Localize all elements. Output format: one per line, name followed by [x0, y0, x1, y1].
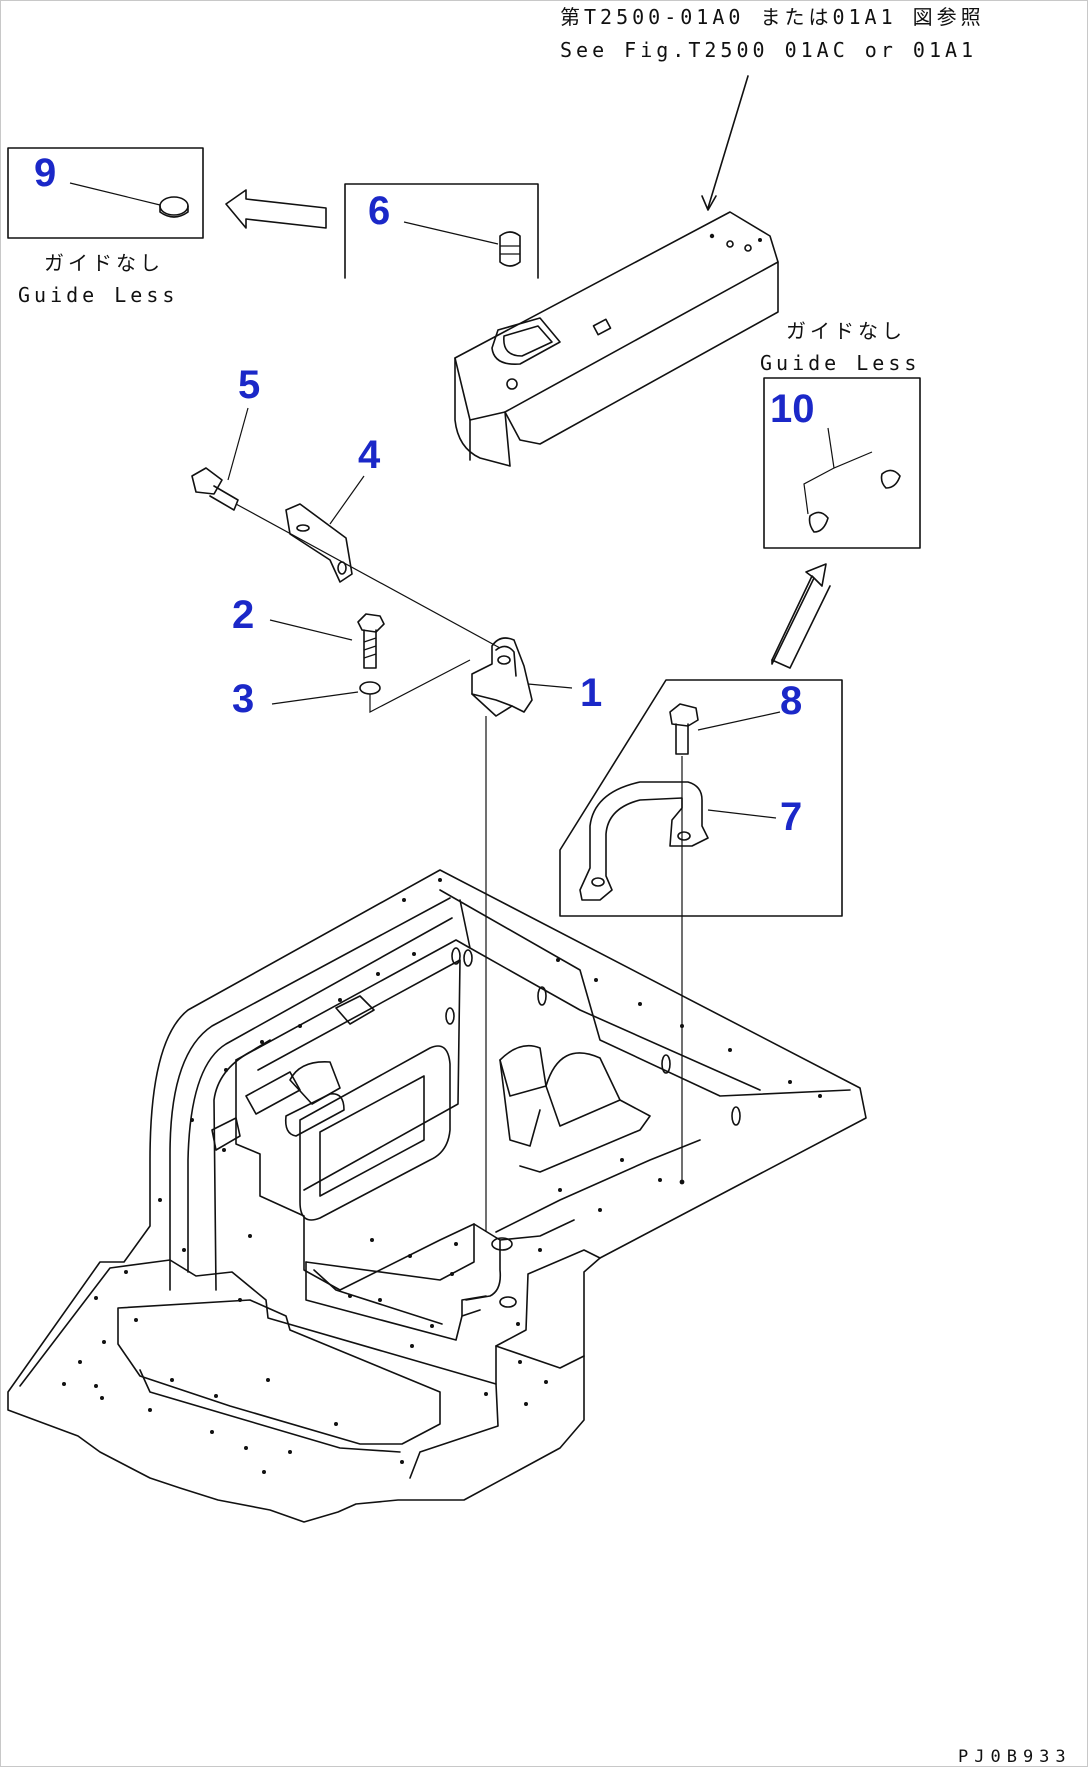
callout-5[interactable]: 5	[238, 363, 260, 407]
ref-note-jp: 第T2500-01A0 または01A1 図参照	[560, 5, 985, 29]
hollow-arrow-left	[225, 189, 327, 229]
bolt-2	[357, 613, 385, 669]
guide-handle-7	[579, 756, 709, 1182]
inset-6-box	[344, 183, 539, 279]
clip-10-a	[880, 469, 901, 489]
bolt-8	[669, 703, 699, 755]
grommet-6-rings	[500, 245, 520, 255]
leader-10	[803, 427, 873, 515]
callout-9[interactable]: 9	[34, 151, 56, 195]
callout-4[interactable]: 4	[358, 433, 381, 477]
callout-1[interactable]: 1	[580, 671, 602, 715]
washer-3	[359, 681, 381, 695]
inset-9-box	[7, 147, 204, 239]
leader-4	[329, 475, 365, 525]
inset-9-label-jp: ガイドなし	[44, 251, 164, 275]
axis-5-1	[235, 503, 501, 649]
leader-3	[271, 691, 359, 705]
inset-10-label-jp: ガイドなし	[786, 319, 906, 343]
callout-10[interactable]: 10	[770, 387, 815, 431]
ref-note-en: See Fig.T2500 01AC or 01A1	[560, 38, 977, 62]
callout-7[interactable]: 7	[780, 795, 802, 839]
clip-10-b	[808, 511, 829, 533]
leader-5	[227, 407, 249, 481]
leader-1	[527, 683, 573, 689]
axis-2-3	[369, 659, 471, 713]
main-frame	[7, 869, 867, 1523]
hollow-arrow-up	[771, 563, 827, 665]
upper-cover	[454, 211, 779, 467]
ref-leader	[707, 75, 749, 209]
bolt-5	[191, 467, 239, 511]
ref-arrowhead	[701, 195, 717, 211]
callout-6[interactable]: 6	[368, 189, 390, 233]
drawing-code: PJ0B933	[958, 1747, 1072, 1767]
callout-8[interactable]: 8	[780, 679, 802, 723]
hollow-arrow-up-side	[771, 585, 831, 669]
leader-2	[269, 619, 353, 641]
inset-9-label-en: Guide Less	[18, 283, 178, 307]
leader-8	[697, 711, 781, 731]
callout-3[interactable]: 3	[232, 677, 254, 721]
leader-9	[69, 182, 161, 206]
clamp-4	[285, 503, 353, 583]
cap-plug-9	[159, 196, 189, 216]
cap-plug-9-side	[159, 205, 189, 218]
inset-10-box	[763, 377, 921, 549]
leader-6	[403, 221, 499, 245]
bracket-1	[471, 637, 533, 717]
inset-10-label-en: Guide Less	[760, 351, 920, 375]
inset-7-8-box	[559, 679, 843, 917]
leader-7	[707, 809, 777, 819]
callout-2[interactable]: 2	[232, 593, 254, 637]
grommet-6	[499, 231, 521, 267]
